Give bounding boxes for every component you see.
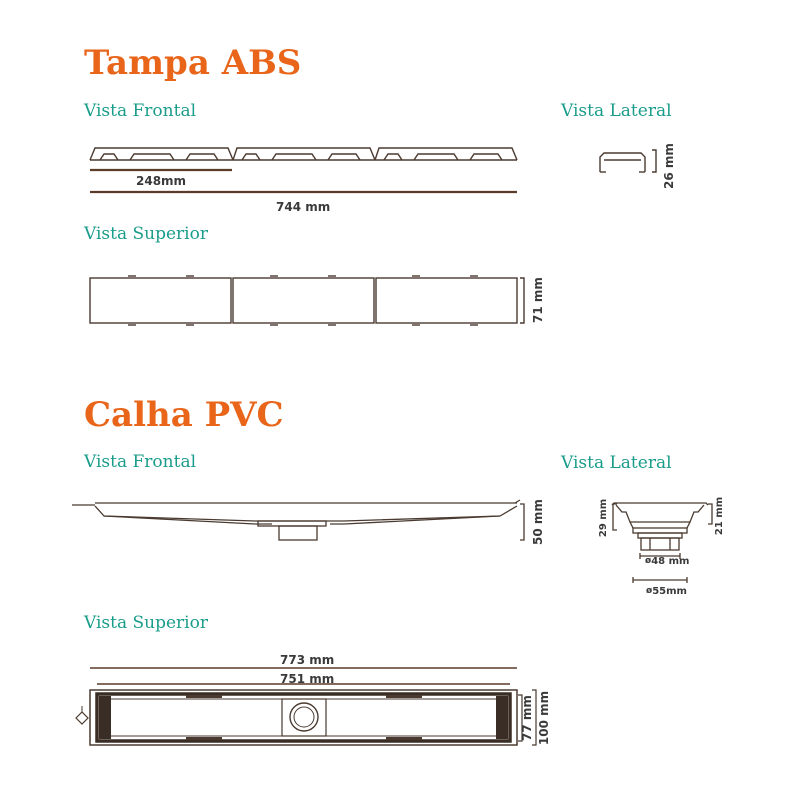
- tampa-total-length-label: 744 mm: [276, 200, 331, 214]
- diameter-symbol-outer: ø: [646, 586, 653, 596]
- tampa-segment-length-label: 248mm: [136, 174, 187, 188]
- tampa-side-view-drawing: [599, 149, 657, 173]
- tampa-top-view-drawing: [89, 275, 525, 326]
- calha-side-right-height-label: 21 mm: [714, 496, 725, 536]
- calha-inner-length-label: 751 mm: [280, 672, 335, 686]
- calha-total-width-label: 100 mm: [537, 690, 551, 746]
- calha-front-view-drawing: [72, 499, 525, 541]
- calha-outlet-outer-value: 55mm: [652, 586, 687, 597]
- tampa-title: Tampa ABS: [84, 43, 302, 83]
- tampa-front-view-label: Vista Frontal: [84, 101, 197, 121]
- calha-outlet-inner-diameter-label: ø48 mm: [645, 557, 689, 567]
- calha-top-view-drawing: [75, 667, 537, 746]
- calha-outlet-inner-value: 48 mm: [651, 556, 690, 567]
- tampa-height-label: 26 mm: [662, 143, 676, 189]
- calha-front-height-label: 50 mm: [531, 499, 545, 545]
- tampa-dimension-lines: [90, 168, 517, 194]
- calha-front-view-label: Vista Frontal: [84, 452, 197, 472]
- calha-outlet-outer-diameter-label: ø55mm: [646, 587, 687, 597]
- calha-total-length-label: 773 mm: [280, 653, 335, 667]
- calha-side-left-height-label: 29 mm: [598, 498, 609, 538]
- calha-side-view-label: Vista Lateral: [561, 453, 672, 473]
- calha-top-view-label: Vista Superior: [84, 613, 208, 633]
- calha-side-view-drawing: [611, 502, 713, 583]
- calha-title: Calha PVC: [84, 395, 284, 435]
- diameter-symbol-inner: ø: [645, 556, 652, 566]
- tampa-front-view-drawing: [89, 147, 518, 161]
- tampa-top-view-label: Vista Superior: [84, 224, 208, 244]
- tampa-side-view-label: Vista Lateral: [561, 101, 672, 121]
- tampa-width-label: 71 mm: [531, 277, 545, 323]
- calha-inner-width-label: 77 mm: [520, 695, 534, 741]
